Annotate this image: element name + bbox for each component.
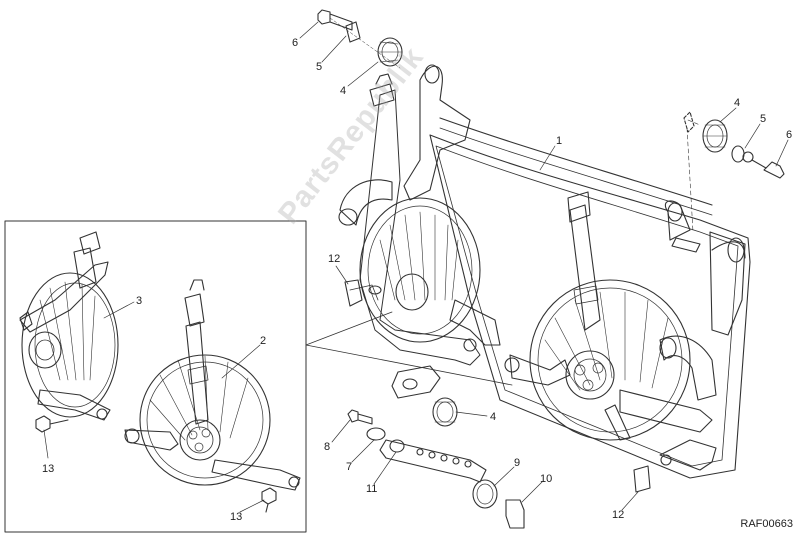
- leader-lines: [43, 21, 789, 513]
- top-left-fasteners: [317, 9, 403, 69]
- callout-2-fan: 2: [260, 335, 267, 347]
- callout-3-fan: 3: [136, 295, 143, 307]
- callout-5-top-right: 5: [760, 113, 767, 125]
- callout-6-top-right: 6: [786, 129, 793, 141]
- callout-13-left: 13: [42, 463, 55, 475]
- callout-10: 10: [540, 473, 553, 485]
- callout-4-top-left: 4: [340, 85, 347, 97]
- inset-screws-13: [35, 415, 277, 513]
- top-right-fasteners: [683, 111, 785, 233]
- callout-13-right: 13: [230, 511, 243, 523]
- inset-leader-top: [305, 311, 393, 346]
- callout-4-bottom: 4: [490, 411, 497, 423]
- diagram-reference-code: RAF00663: [740, 518, 793, 530]
- detail-inset-box: [4, 220, 307, 533]
- right-fan-assembly: [504, 191, 717, 441]
- inset-leader-bottom: [305, 344, 513, 386]
- clip-12-upper: [344, 279, 382, 307]
- callout-9: 9: [514, 457, 521, 469]
- bottom-fasteners: [347, 365, 525, 529]
- inset-fan-2: [124, 279, 301, 491]
- callout-11: 11: [366, 483, 378, 495]
- clip-12-lower: [633, 454, 672, 493]
- callout-7: 7: [346, 461, 353, 473]
- radiator: [429, 117, 751, 479]
- left-fan-assembly: [338, 64, 501, 366]
- callout-12-upper: 12: [328, 253, 341, 265]
- callout-8: 8: [324, 441, 331, 453]
- callout-6-top-left: 6: [292, 37, 299, 49]
- callout-5-top-left: 5: [316, 61, 323, 73]
- callout-4-top-right: 4: [734, 97, 741, 109]
- callout-1-radiator: 1: [556, 135, 563, 147]
- callout-12-lower: 12: [612, 509, 625, 521]
- inset-fan-3: [19, 231, 119, 421]
